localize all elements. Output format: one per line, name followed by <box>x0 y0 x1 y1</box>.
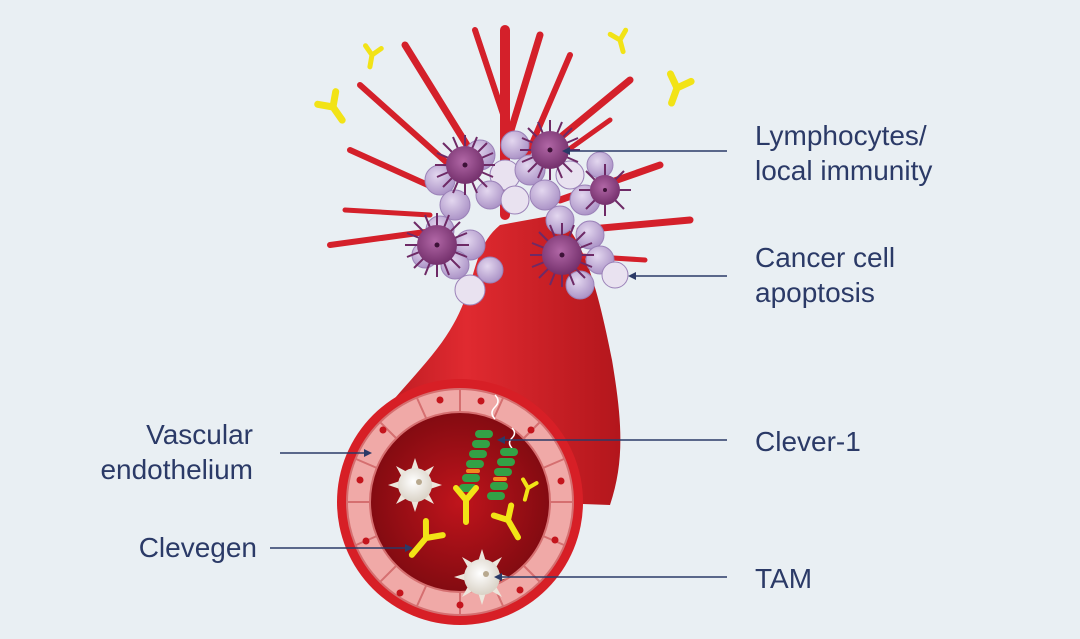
label-cancer-cell-apoptosis: Cancer cell apoptosis <box>755 242 896 308</box>
macrophage <box>388 458 442 512</box>
label-lymphocytes: Lymphocytes/ local immunity <box>755 120 933 186</box>
lymphocytes <box>405 120 631 287</box>
label-clever-1: Clever-1 <box>755 426 861 457</box>
label-tam: TAM <box>755 563 813 594</box>
macrophage <box>454 549 510 605</box>
leader-lines <box>270 150 727 578</box>
lymphocyte <box>405 213 469 277</box>
lymphocyte <box>579 164 631 216</box>
vessel-cross-section <box>337 379 583 625</box>
floating-antibodies <box>314 27 695 124</box>
lymphocyte <box>520 120 580 180</box>
leader-arrowheads <box>364 147 636 581</box>
lymphocyte <box>530 223 594 287</box>
label-vascular-endothelium: Vascular endothelium <box>100 419 253 485</box>
label-clevegen: Clevegen <box>138 532 257 563</box>
lymphocyte <box>435 135 495 195</box>
lumen-antibodies <box>408 477 539 558</box>
macrophages <box>388 458 510 605</box>
